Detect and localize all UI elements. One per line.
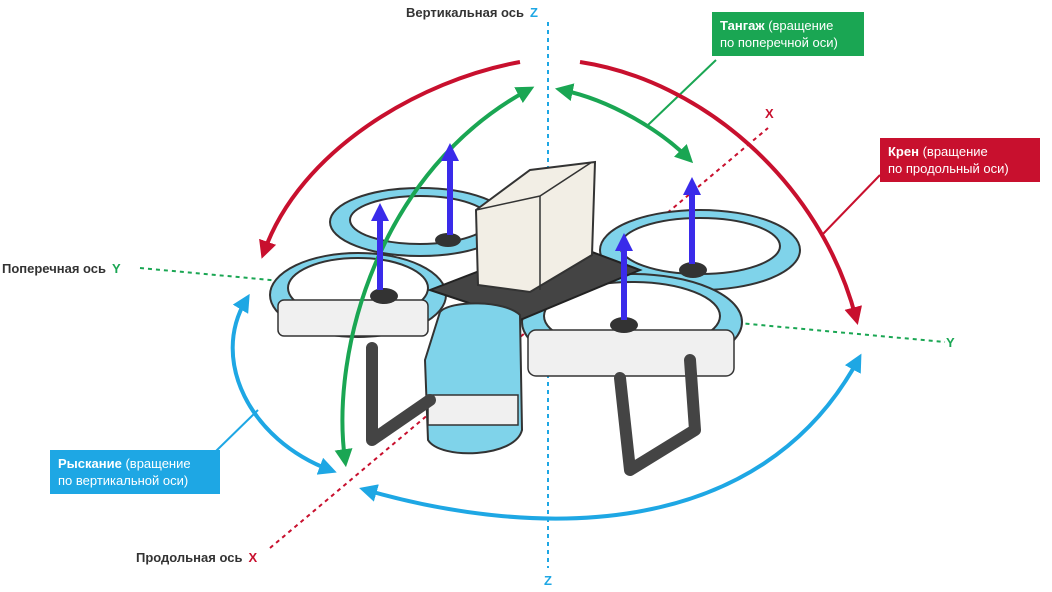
roll-leader-line — [821, 174, 881, 236]
yaw-callout: Рыскание (вращение по вертикальной оси) — [50, 450, 220, 494]
transverse-axis-letter-right: Y — [946, 335, 955, 350]
yaw-leader-line — [214, 409, 259, 453]
pitch-leader-line — [647, 59, 717, 126]
drone-illustration — [269, 160, 801, 476]
roll-desc-line2: по продольный оси) — [888, 161, 1009, 176]
transverse-axis-letter-left: Y — [112, 261, 121, 276]
roll-callout: Крен (вращение по продольный оси) — [880, 138, 1040, 182]
longitudinal-axis-name: Продольная ось — [136, 550, 243, 565]
pitch-rotation-arrow — [334, 86, 535, 468]
pitch-desc-line1: (вращение — [768, 18, 834, 33]
yaw-rotation-arrow-right — [359, 353, 862, 521]
pitch-rotation-arrow-right — [554, 83, 694, 164]
pitch-title: Тангаж — [720, 18, 765, 33]
yaw-title: Рыскание — [58, 456, 122, 471]
vertical-axis-label: Вертикальная ось Z — [406, 5, 538, 20]
roll-title: Крен — [888, 144, 919, 159]
pitch-callout: Тангаж (вращение по поперечной оси) — [712, 12, 864, 56]
transverse-axis-label: Поперечная ось Y — [2, 261, 121, 276]
roll-desc-line1: (вращение — [922, 144, 988, 159]
yaw-rotation-arrow — [230, 293, 337, 475]
transverse-axis-name: Поперечная ось — [2, 261, 107, 276]
yaw-desc-line1: (вращение — [125, 456, 191, 471]
vertical-axis-name: Вертикальная ось — [406, 5, 525, 20]
longitudinal-axis-letter-top: X — [765, 106, 774, 121]
vertical-axis-letter-top: Z — [530, 5, 538, 20]
longitudinal-axis-letter-bottom: X — [248, 550, 258, 565]
longitudinal-axis-label: Продольная ось X — [136, 550, 257, 565]
pitch-desc-line2: по поперечной оси) — [720, 35, 838, 50]
vertical-axis-letter-bottom: Z — [544, 573, 552, 588]
yaw-desc-line2: по вертикальной оси) — [58, 473, 189, 488]
